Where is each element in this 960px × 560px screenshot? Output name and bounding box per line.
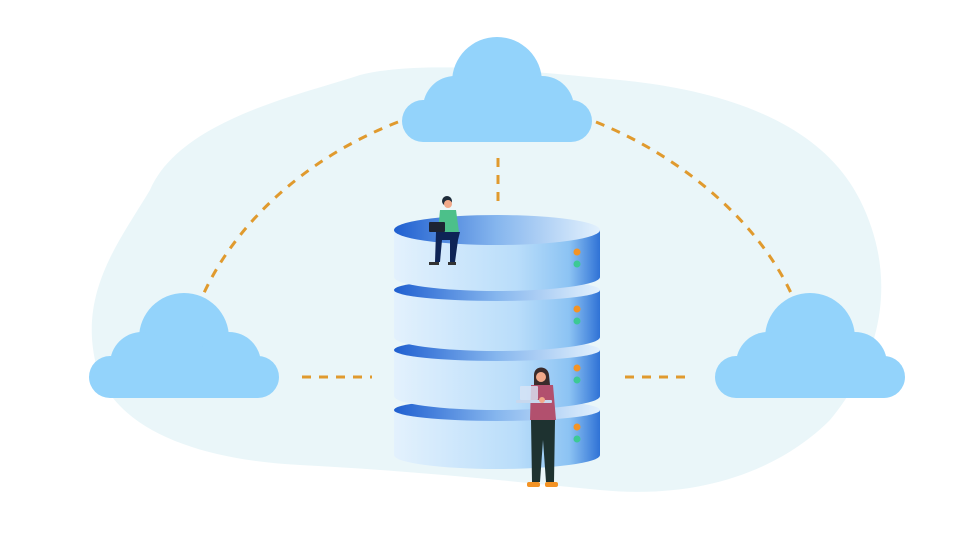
cloud-icon	[89, 293, 279, 398]
person-with-laptop-icon	[516, 367, 558, 487]
person-with-laptop-icon	[429, 196, 460, 265]
database-tier	[394, 215, 600, 291]
cloud-icon	[715, 293, 905, 398]
connector-left-arc	[198, 120, 399, 303]
database-icon	[394, 215, 600, 469]
connector-right-arc	[595, 120, 797, 303]
cloud-icon	[402, 37, 592, 142]
connector-lines	[198, 120, 797, 379]
